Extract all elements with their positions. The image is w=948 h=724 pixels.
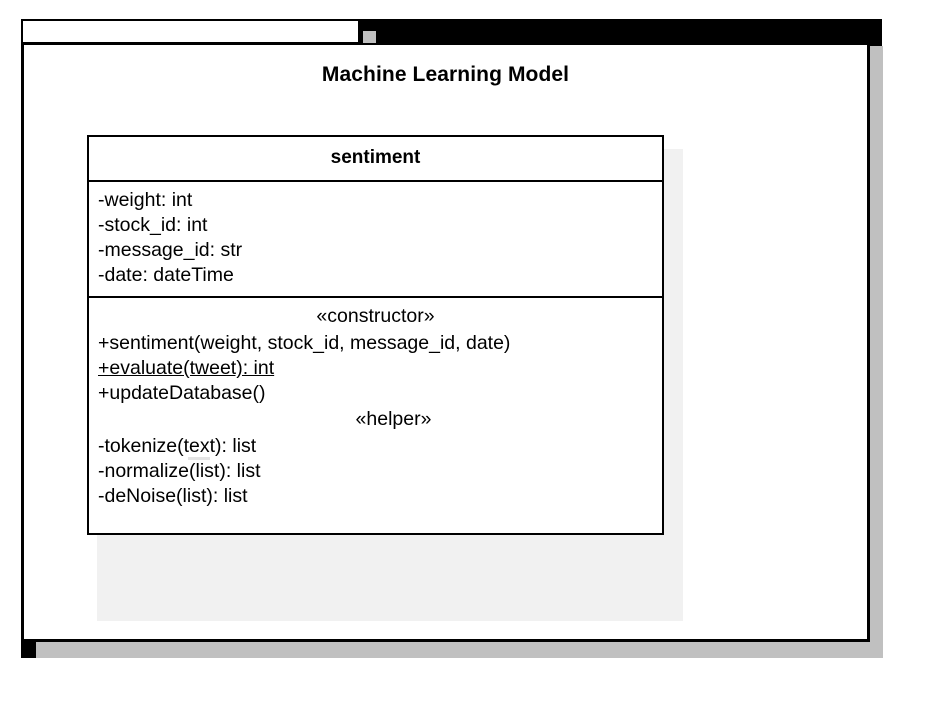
class-name: sentiment — [89, 137, 662, 182]
stereotype-constructor: «constructor» — [316, 305, 435, 327]
window-titlebar-tab[interactable] — [21, 19, 360, 44]
diagram-title: Machine Learning Model — [321, 63, 570, 86]
attribute-row: -stock_id: int — [98, 214, 208, 236]
window-body: Machine Learning Model sentiment -weight… — [21, 43, 870, 642]
attribute-row: -message_id: str — [98, 239, 243, 261]
window-resize-grip[interactable] — [21, 642, 36, 658]
scan-artifact — [188, 457, 210, 460]
operation-row: -deNoise(list): list — [98, 485, 248, 507]
uml-class-sentiment[interactable]: sentiment -weight: int -stock_id: int -m… — [87, 135, 664, 535]
class-attributes-compartment: -weight: int -stock_id: int -message_id:… — [89, 182, 662, 298]
operation-row: -normalize(list): list — [98, 460, 261, 482]
attribute-row: -date: dateTime — [98, 264, 234, 286]
class-operations-compartment: «constructor» +sentiment(weight, stock_i… — [89, 298, 662, 533]
operation-row-static: +evaluate(tweet): int — [98, 357, 275, 379]
operation-row: -tokenize(text): list — [98, 435, 257, 457]
window-drop-shadow-right — [870, 46, 883, 658]
titlebar-backdrop — [355, 19, 882, 46]
operation-row: +updateDatabase() — [98, 382, 266, 404]
attribute-row: -weight: int — [98, 189, 193, 211]
stereotype-helper: «helper» — [355, 408, 432, 430]
diagram-canvas[interactable]: Machine Learning Model sentiment -weight… — [24, 45, 867, 638]
window-drop-shadow-bottom — [35, 642, 883, 658]
operation-row: +sentiment(weight, stock_id, message_id,… — [98, 332, 511, 354]
titlebar-square-button[interactable] — [363, 31, 376, 45]
operation-row-static-wrapper: +evaluate(tweet): int — [89, 356, 662, 381]
